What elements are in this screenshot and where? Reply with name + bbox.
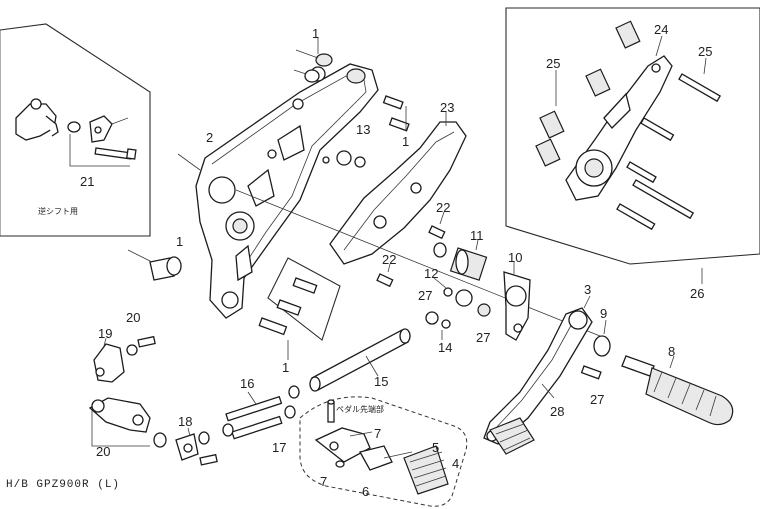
- model-caption: H/B GPZ900R (L): [6, 479, 120, 491]
- bolts-22: 22 22: [376, 200, 450, 288]
- callout-28: 28: [550, 404, 564, 419]
- callout-4: 4: [452, 456, 459, 471]
- callout-25-left: 25: [546, 56, 560, 71]
- lower-bolt-set: 1: [258, 257, 341, 375]
- reverse-shift-inset: 21 逆シフト用: [0, 23, 151, 237]
- callout-1-left: 1: [176, 234, 183, 249]
- pedal-tip-inset: ペダル先端部 7 5 4 7 6: [299, 396, 468, 507]
- upper-collars: 1: [293, 26, 366, 84]
- shift-pedal-arm: 3 28: [483, 282, 593, 445]
- main-bracket-plate: 2: [177, 63, 379, 319]
- callout-1-lower: 1: [282, 360, 289, 375]
- callout-1-right: 1: [402, 134, 409, 149]
- callout-17: 17: [272, 440, 286, 455]
- pedal-tip-note: ペダル先端部: [336, 404, 384, 414]
- callout-1-top: 1: [312, 26, 319, 41]
- callout-27-a: 27: [418, 288, 432, 303]
- callout-26: 26: [690, 286, 704, 301]
- callout-16: 16: [240, 376, 254, 391]
- pedal-rubber: [489, 417, 535, 455]
- shift-linkage-left: 19 20 20 18: [88, 310, 218, 466]
- callout-24: 24: [654, 22, 668, 37]
- callout-27-b: 27: [476, 330, 490, 345]
- plate-bolts-13: 13 1: [336, 95, 410, 168]
- callout-12: 12: [424, 266, 438, 281]
- reverse-shift-note: 逆シフト用: [38, 206, 78, 216]
- footpeg-group: 9 27 8: [580, 306, 734, 426]
- callout-13: 13: [356, 122, 370, 137]
- callout-5: 5: [432, 440, 439, 455]
- callout-9: 9: [600, 306, 607, 321]
- callout-10: 10: [508, 250, 522, 265]
- callout-22-lower: 22: [382, 252, 396, 267]
- callout-7-bottom: 7: [320, 474, 327, 489]
- callout-23: 23: [440, 100, 454, 115]
- callout-2: 2: [206, 130, 213, 145]
- callout-22-upper: 22: [436, 200, 450, 215]
- pivot-shaft-group: 11 10 12 27 27 14: [418, 228, 531, 355]
- assembly-axis-line: [235, 189, 601, 337]
- heel-guard-plate: 23: [329, 100, 467, 265]
- rod-studs: 16 17: [222, 376, 300, 455]
- callout-8: 8: [668, 344, 675, 359]
- callout-20-lower: 20: [96, 444, 110, 459]
- callout-20-upper: 20: [126, 310, 140, 325]
- callout-14: 14: [438, 340, 452, 355]
- callout-25-right: 25: [698, 44, 712, 59]
- left-collar: 1: [127, 234, 183, 281]
- callout-6: 6: [362, 484, 369, 499]
- callout-7-top: 7: [374, 426, 381, 441]
- right-inset-box: 24 25 25 26: [505, 7, 760, 301]
- callout-11: 11: [470, 228, 484, 243]
- callout-18: 18: [178, 414, 192, 429]
- callout-19: 19: [98, 326, 112, 341]
- callout-27-c: 27: [590, 392, 604, 407]
- callout-21: 21: [80, 174, 94, 189]
- callout-15: 15: [374, 374, 388, 389]
- callout-3: 3: [584, 282, 591, 297]
- shift-rod: 15: [309, 328, 411, 392]
